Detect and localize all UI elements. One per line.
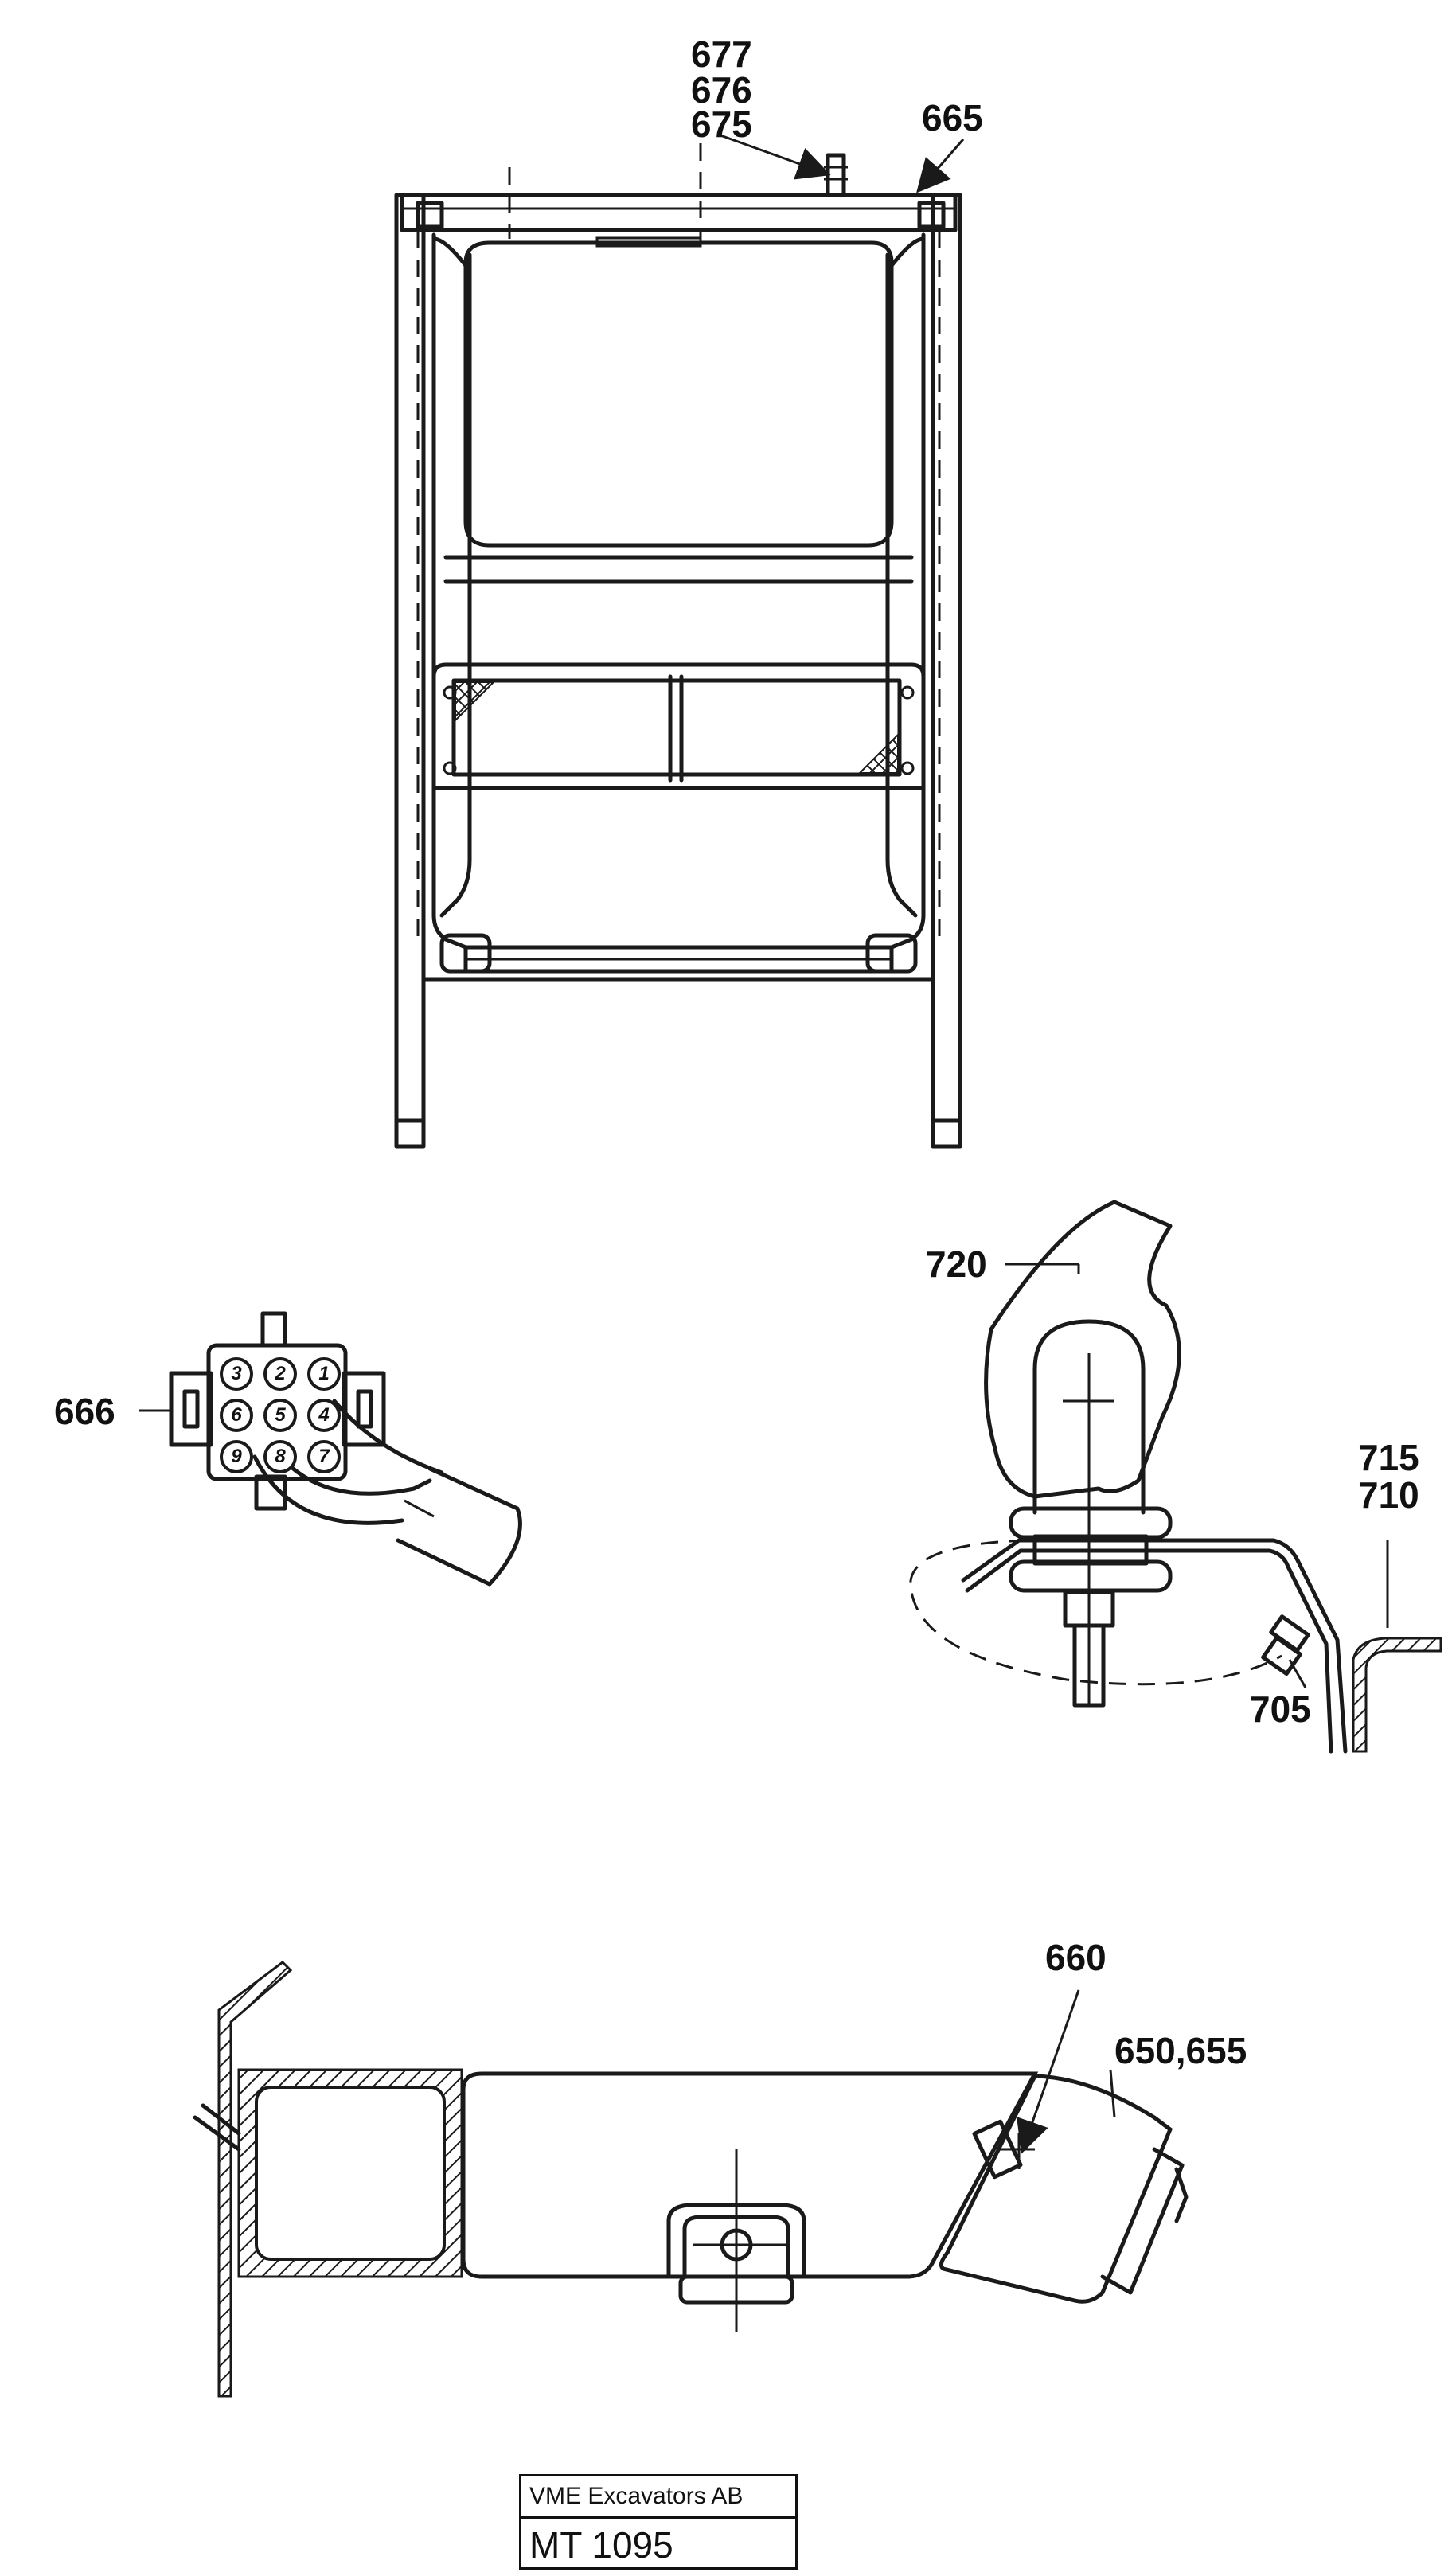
connector-pin-3: 3 xyxy=(220,1357,253,1391)
callout-666: 666 xyxy=(54,1391,115,1432)
callout-715: 715 xyxy=(1358,1437,1419,1478)
callout-720: 720 xyxy=(926,1243,987,1285)
connector-pin-5: 5 xyxy=(263,1399,297,1432)
connector-pin-9: 9 xyxy=(220,1440,253,1473)
connector-pin-8: 8 xyxy=(263,1440,297,1473)
company-name: VME Excavators AB xyxy=(521,2476,795,2519)
lamp-assembly xyxy=(909,1200,1442,1754)
lamp-section-view xyxy=(193,1961,1189,2398)
callout-650-655: 650,655 xyxy=(1114,2030,1247,2071)
callout-710: 710 xyxy=(1358,1474,1419,1516)
callout-660: 660 xyxy=(1045,1937,1107,1978)
connector-pin-6: 6 xyxy=(220,1399,253,1432)
cab-frame xyxy=(394,134,965,1149)
drawing-number: MT 1095 xyxy=(529,2524,673,2566)
callout-677: 677 xyxy=(691,33,752,75)
title-block: VME Excavators AB MT 1095 xyxy=(519,2474,798,2570)
connector-pin-4: 4 xyxy=(307,1399,341,1432)
connector-666 xyxy=(163,1311,522,1587)
callout-665: 665 xyxy=(922,97,983,139)
leader-705 xyxy=(1288,1659,1307,1688)
connector-pin-1: 1 xyxy=(307,1357,341,1391)
connector-pin-7: 7 xyxy=(307,1440,341,1473)
connector-pin-2: 2 xyxy=(263,1357,297,1391)
callout-675: 675 xyxy=(691,103,752,145)
callout-676: 676 xyxy=(691,69,752,111)
callout-705: 705 xyxy=(1250,1688,1311,1730)
